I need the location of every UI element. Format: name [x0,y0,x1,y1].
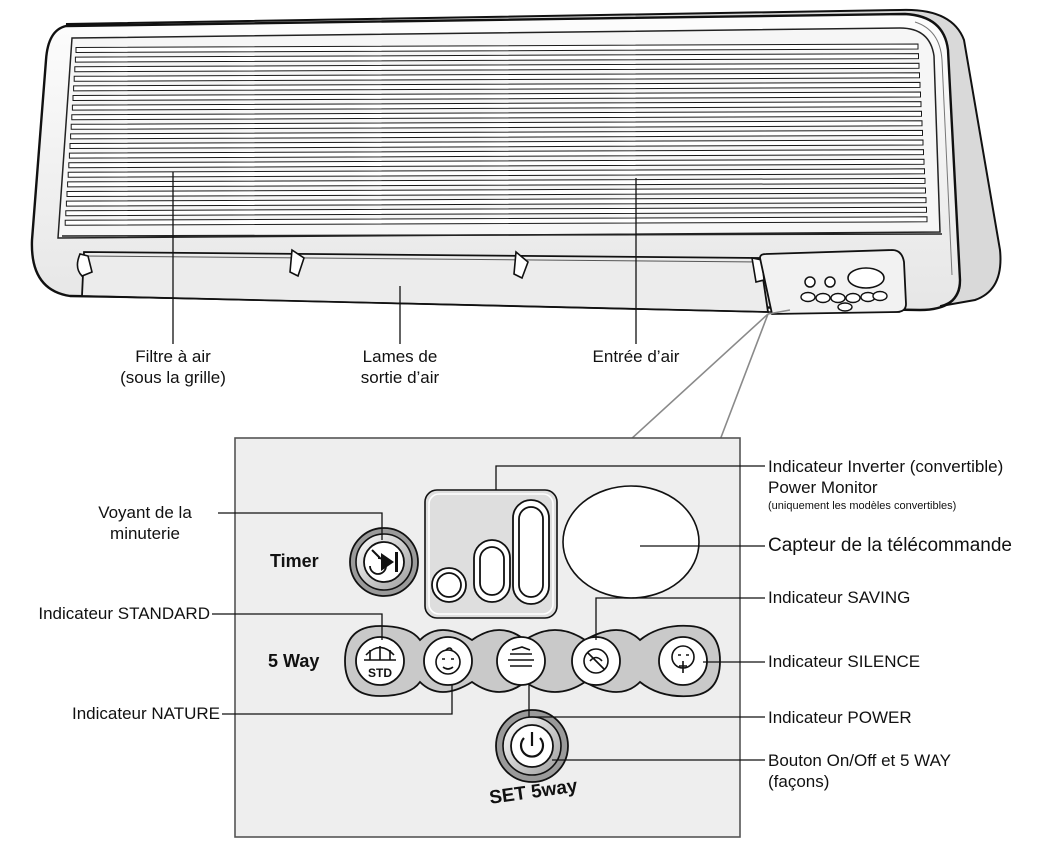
on-off-button[interactable] [495,709,569,783]
label-standard: Indicateur STANDARD [38,604,210,623]
silence-icon [671,645,695,673]
grille-slat [75,43,919,54]
label-voyant-line1: Voyant de la [98,503,192,522]
grille-slat [70,129,923,140]
air-conditioner-unit [30,8,1002,315]
label-capteur: Capteur de la télécommande [768,535,1012,556]
zoom-callout [629,309,791,441]
power-mode-button[interactable] [496,636,546,686]
inverter-bars-icon [431,499,550,605]
label-entree: Entrée d’air [592,347,680,366]
grille-slat [65,197,927,207]
grille-slat [65,206,927,217]
remote-sensor [562,485,700,599]
label-lames-line2: sortie d’air [360,368,440,387]
label-onoff-line1: Bouton On/Off et 5 WAY [768,751,951,770]
grille-slat [73,72,920,82]
leader-lines [172,172,765,761]
grille-slat [68,149,924,159]
label-lames: Lames de sortie d’air [320,346,480,388]
air-intake-grille [64,43,928,226]
standard-button[interactable] [355,636,405,686]
grille-slat [73,81,921,92]
label-lames-line1: Lames de [362,347,438,366]
label-nature: Indicateur NATURE [71,704,220,723]
grille-slat [68,158,925,169]
saving-icon [583,648,609,674]
five-way-label: 5 Way [268,651,320,671]
label-inverter: Indicateur Inverter (convertible) Power … [768,456,1003,514]
timer-icon [369,549,398,575]
std-text: STD [368,666,392,680]
power-button-icon [519,732,545,758]
standard-icon [364,646,396,661]
nature-icon [435,647,461,675]
label-filtre: Filtre à air (sous la grille) [108,346,238,388]
label-silence: Indicateur SILENCE [768,652,921,671]
grille-slat [70,120,923,130]
grille-slat [67,168,925,178]
label-saving: Indicateur SAVING [768,588,911,607]
timer-button[interactable] [349,527,419,597]
label-filtre-line1: Filtre à air [135,347,211,366]
label-inverter-line1: Indicateur Inverter (convertible) [768,457,1004,476]
grille-slat [69,139,924,150]
grille-slat [74,53,919,63]
label-inverter-line2: Power Monitor [768,478,878,497]
label-power: Indicateur POWER [768,708,912,727]
label-voyant-minuterie: Voyant de la minuterie [70,502,220,544]
grille-slat [71,110,922,121]
grille-slat [66,187,926,198]
timer-label: Timer [270,551,319,571]
label-filtre-line2: (sous la grille) [120,368,226,387]
grille-slat [74,62,920,73]
label-inverter-note: (uniquement les modèles convertibles) [768,500,957,512]
label-voyant-line2: minuterie [110,524,180,543]
label-onoff-line2: (façons) [768,772,830,791]
power-mode-icon [508,646,534,667]
grille-slat [71,101,922,111]
label-onoff: Bouton On/Off et 5 WAY (façons) [768,750,951,792]
control-panel-detail [234,437,741,838]
grille-slat [64,216,928,226]
nature-button[interactable] [423,636,473,686]
grille-slat [72,91,921,102]
grille-slat [67,177,926,188]
